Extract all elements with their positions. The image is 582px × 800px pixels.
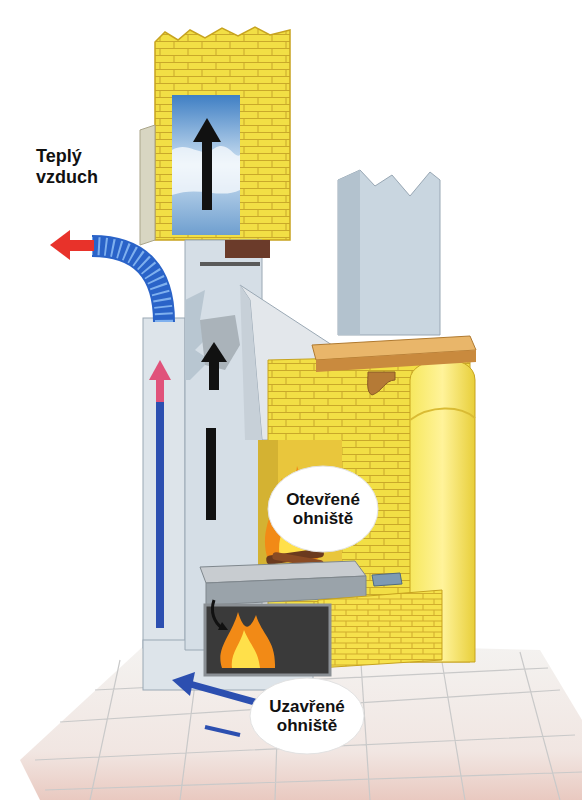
cold-air-arrow <box>172 672 195 696</box>
flue <box>200 262 260 266</box>
chimney-top <box>193 118 221 142</box>
flue <box>206 428 216 520</box>
closed-firebox <box>232 630 260 668</box>
flue <box>209 360 219 390</box>
callout-body: Uzavřené ohniště <box>250 678 364 754</box>
closed-firebox <box>205 600 330 675</box>
chimney-top <box>140 125 155 245</box>
mantel-shelf <box>312 336 476 395</box>
callout-body: Otevřené ohniště <box>268 466 378 552</box>
flow-label: Teplý vzduch <box>36 146 132 188</box>
cold-air-arrow <box>205 727 240 735</box>
callout-ellipse <box>250 678 364 754</box>
chimney-top <box>172 95 240 235</box>
mantel-shelf <box>316 350 476 372</box>
back-wall <box>338 170 440 335</box>
cold-air-arrow <box>172 672 262 735</box>
fireplace-callout: Uzavřené ohniště <box>250 678 364 754</box>
flexible-pipe <box>50 230 70 260</box>
chimney-top <box>140 27 290 245</box>
warm-air-duct <box>149 360 171 380</box>
chimney-top <box>202 140 212 210</box>
fireplace-callout: Otevřené ohniště <box>268 466 378 552</box>
chimney-top <box>155 27 290 240</box>
callout-text: Otevřené ohniště <box>268 490 378 528</box>
closed-firebox <box>220 612 275 668</box>
flue <box>200 315 240 370</box>
closed-firebox <box>218 622 228 630</box>
hood <box>240 285 262 440</box>
flexible-pipe <box>50 230 164 322</box>
back-wall <box>338 170 360 335</box>
front-step <box>318 590 442 668</box>
closed-firebox <box>212 600 222 628</box>
fireplace-surround <box>410 408 475 420</box>
warm-air-duct <box>143 318 185 648</box>
warm-air-duct <box>156 378 164 402</box>
flexible-pipe <box>66 240 94 251</box>
flexible-pipe <box>92 246 164 322</box>
back-wall <box>338 170 440 335</box>
hearth-slab <box>372 573 402 586</box>
flexible-pipe <box>92 246 164 322</box>
warm-air-duct <box>156 400 164 628</box>
front-step <box>318 590 442 668</box>
closed-firebox <box>205 605 330 675</box>
cold-air-arrow <box>190 684 262 704</box>
callout-ellipse <box>268 466 378 552</box>
flue <box>201 342 227 362</box>
mantel-shelf <box>368 372 395 395</box>
flue <box>225 240 270 258</box>
callout-text: Uzavřené ohniště <box>250 697 364 735</box>
